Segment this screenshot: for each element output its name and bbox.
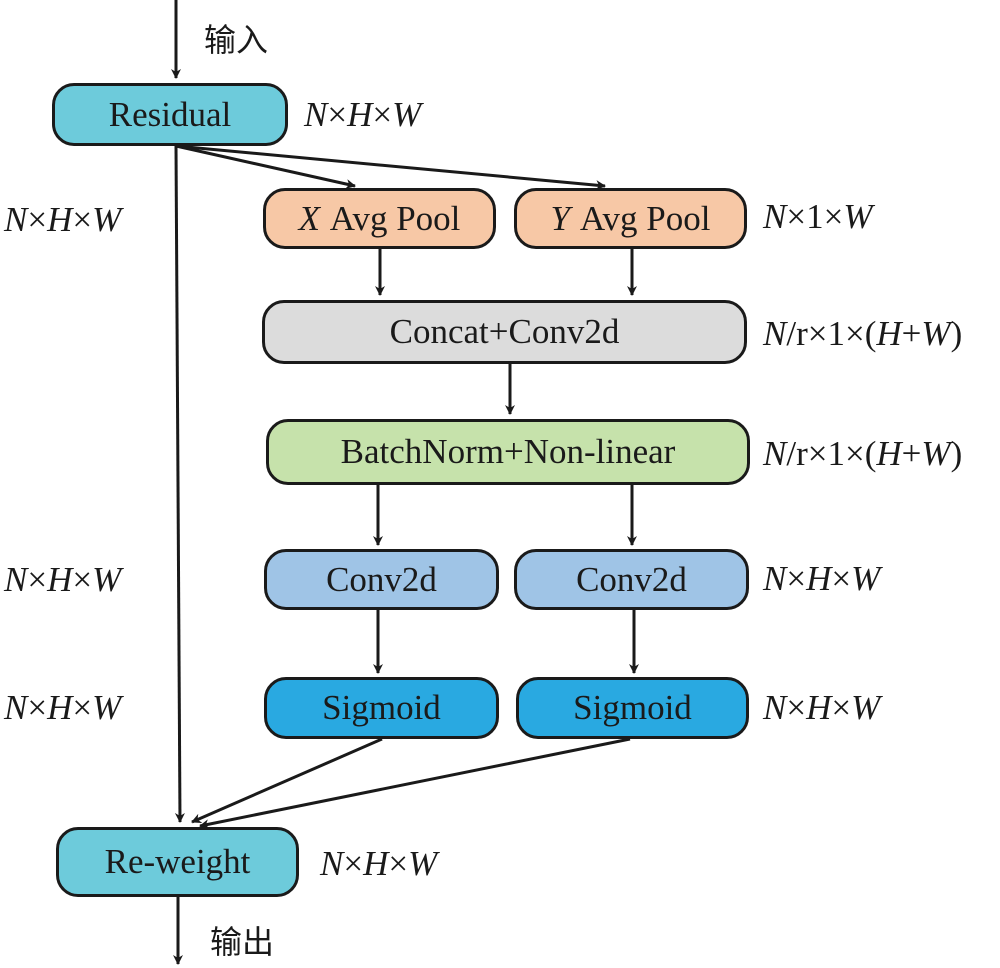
reweight-node: Re-weight — [56, 827, 299, 897]
conv2d-left-label: Conv2d — [326, 559, 437, 599]
input-label: 输入 — [204, 21, 269, 59]
dim-concat-out: N/r×1×(H+W) — [763, 314, 963, 353]
y-avg-pool-label: Avg Pool — [579, 198, 711, 238]
dim-pool-out: N×1×W — [763, 197, 873, 236]
conv2d-right-label: Conv2d — [576, 559, 687, 599]
reweight-label: Re-weight — [104, 842, 251, 881]
conv2d-left-node: Conv2d — [264, 549, 499, 610]
concat-conv2d-label: Concat+Conv2d — [389, 312, 620, 351]
batchnorm-label: BatchNorm+Non-linear — [340, 432, 676, 471]
conv2d-right-node: Conv2d — [514, 549, 749, 610]
arrow-residual-to-xpool — [175, 144, 356, 189]
arrow-sigmoid-left-to-reweight — [191, 737, 383, 824]
batchnorm-node: BatchNorm+Non-linear — [266, 419, 750, 485]
arrow-residual-to-ypool — [175, 144, 606, 191]
residual-label: Residual — [108, 94, 232, 134]
sigmoid-right-label: Sigmoid — [573, 688, 692, 727]
sigmoid-left-label: Sigmoid — [322, 688, 441, 727]
dim-left-skip-3: N×H×W — [4, 688, 122, 727]
y-axis-label: Y — [550, 198, 571, 238]
concat-conv2d-node: Concat+Conv2d — [262, 300, 747, 364]
dim-residual-out: N×H×W — [304, 95, 422, 134]
dim-reweight-out: N×H×W — [320, 844, 438, 883]
dim-conv-out: N×H×W — [763, 559, 881, 598]
output-label: 输出 — [210, 923, 275, 961]
sigmoid-left-node: Sigmoid — [264, 677, 499, 739]
x-avg-pool-label: Avg Pool — [329, 198, 461, 238]
dim-left-skip-2: N×H×W — [4, 560, 122, 599]
x-axis-label: X — [298, 198, 320, 238]
sigmoid-right-node: Sigmoid — [516, 677, 749, 739]
residual-node: Residual — [52, 83, 288, 146]
arrow-sigmoid-right-to-reweight — [199, 737, 631, 830]
dim-left-skip-1: N×H×W — [4, 200, 122, 239]
arrow-skip-to-reweight — [174, 145, 185, 823]
dim-sigmoid-out: N×H×W — [763, 688, 881, 727]
dim-batchnorm-out: N/r×1×(H+W) — [763, 434, 963, 473]
